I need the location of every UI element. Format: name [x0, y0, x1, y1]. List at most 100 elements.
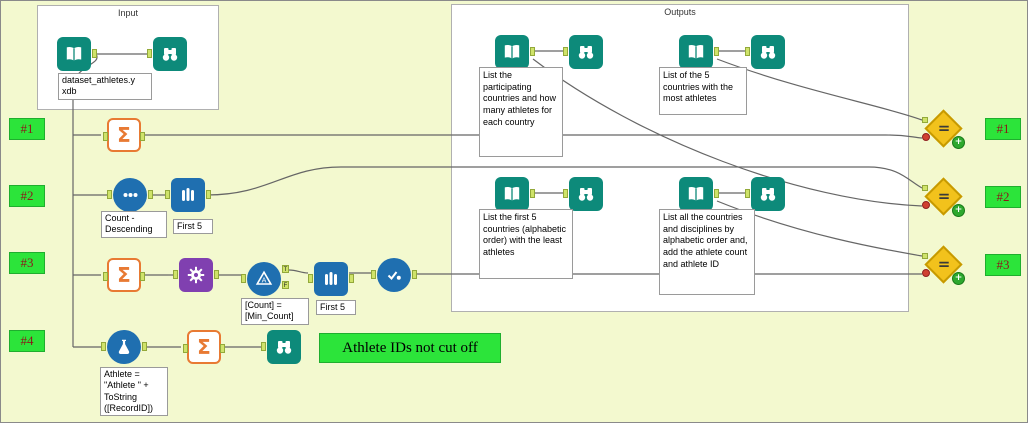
formula-label: Athlete = "Athlete " + ToString ([Record… [100, 367, 168, 416]
filter-icon: A [255, 270, 273, 285]
input-anchor[interactable] [101, 342, 106, 351]
binoculars-icon [760, 188, 776, 201]
badge-left-4[interactable]: #4 [9, 330, 45, 352]
input-anchor[interactable] [922, 253, 928, 259]
check-icon [387, 271, 401, 281]
input-anchor[interactable] [922, 117, 928, 123]
input-anchor[interactable] [563, 189, 568, 198]
book-icon [688, 44, 704, 59]
sort-dots-icon [123, 193, 138, 197]
comment-box[interactable]: Athlete IDs not cut off [319, 333, 501, 363]
warning-indicator [922, 201, 930, 209]
formula-tool[interactable] [101, 330, 147, 364]
binoculars-icon [578, 46, 594, 59]
input-anchor[interactable] [173, 270, 178, 279]
output-anchor[interactable] [92, 49, 97, 58]
input-anchor[interactable] [563, 47, 568, 56]
badge-left-1[interactable]: #1 [9, 118, 45, 140]
badge-right-1[interactable]: #1 [985, 118, 1021, 140]
sigma-icon: Σ [117, 123, 131, 147]
equals-icon: = [937, 255, 951, 273]
browse-tool-out2[interactable] [745, 35, 785, 69]
sample-tool-2[interactable] [308, 262, 354, 296]
test-tool-3[interactable]: = + [922, 243, 966, 287]
browse-tool-input[interactable] [147, 37, 187, 71]
badge-right-2[interactable]: #2 [985, 186, 1021, 208]
input-anchor[interactable] [922, 185, 928, 191]
output-anchor[interactable] [140, 272, 145, 281]
input-anchor[interactable] [183, 344, 188, 353]
output-anchor[interactable] [214, 270, 219, 279]
binoculars-icon [578, 188, 594, 201]
output-anchor[interactable] [142, 342, 147, 351]
output-anchor[interactable] [412, 270, 417, 279]
badge-right-3[interactable]: #3 [985, 254, 1021, 276]
sample-tool-1[interactable] [165, 178, 211, 212]
browse-tool-out1[interactable] [563, 35, 603, 69]
summarize-tool-3[interactable]: Σ [183, 330, 225, 364]
filter-tool[interactable]: A T F [241, 262, 289, 296]
input-anchor[interactable] [107, 190, 112, 199]
input-anchor[interactable] [261, 342, 266, 351]
expected-input-tool-4[interactable] [679, 177, 719, 211]
output-anchor[interactable] [349, 274, 354, 283]
input-anchor[interactable] [165, 190, 170, 199]
true-anchor[interactable]: T [282, 265, 289, 273]
output-anchor[interactable] [148, 190, 153, 199]
output-anchor[interactable] [206, 190, 211, 199]
outputs-container-title: Outputs [664, 7, 696, 17]
output-note-4: List all the countries and disciplines b… [659, 209, 755, 295]
flask-icon [118, 339, 130, 354]
equals-icon: = [937, 119, 951, 137]
input-anchor[interactable] [745, 47, 750, 56]
book-icon [688, 186, 704, 201]
plus-badge-icon: + [952, 136, 965, 149]
output-note-3: List the first 5 countries (alphabetic o… [479, 209, 573, 279]
input-anchor[interactable] [745, 189, 750, 198]
output-anchor[interactable] [714, 47, 719, 56]
output-anchor[interactable] [714, 189, 719, 198]
book-icon [504, 44, 520, 59]
warning-indicator [922, 269, 930, 277]
union-tool[interactable] [371, 258, 417, 292]
input-data-label: dataset_athletes.y xdb [58, 73, 152, 100]
browse-tool-out4[interactable] [745, 177, 785, 211]
badge-left-2[interactable]: #2 [9, 185, 45, 207]
output-anchor[interactable] [530, 47, 535, 56]
binoculars-icon [760, 46, 776, 59]
input-anchor[interactable] [147, 49, 152, 58]
input-anchor[interactable] [371, 270, 376, 279]
expected-input-tool-2[interactable] [679, 35, 719, 69]
expected-input-tool-1[interactable] [495, 35, 535, 69]
test-tool-2[interactable]: = + [922, 175, 966, 219]
input-anchor[interactable] [308, 274, 313, 283]
input-data-tool[interactable] [57, 37, 97, 71]
input-anchor[interactable] [103, 132, 108, 141]
summarize-tool-2[interactable]: Σ [103, 258, 145, 292]
output-anchor[interactable] [530, 189, 535, 198]
sigma-icon: Σ [197, 335, 211, 359]
test-tubes-icon [182, 188, 194, 201]
output-anchor[interactable] [140, 132, 145, 141]
append-fields-tool[interactable] [173, 258, 219, 292]
input-container-title: Input [117, 8, 139, 18]
expected-input-tool-3[interactable] [495, 177, 535, 211]
output-note-2: List of the 5 countries with the most at… [659, 67, 747, 115]
test-tool-1[interactable]: = + [922, 107, 966, 151]
false-anchor[interactable]: F [282, 281, 289, 289]
output-anchor[interactable] [220, 344, 225, 353]
browse-tool-out3[interactable] [563, 177, 603, 211]
sample-2-label: First 5 [316, 300, 356, 316]
summarize-tool-1[interactable]: Σ [103, 118, 145, 152]
sigma-icon: Σ [117, 263, 131, 287]
input-anchor[interactable] [241, 274, 246, 283]
sample-1-label: First 5 [173, 219, 213, 235]
svg-text:A: A [262, 277, 267, 285]
sort-tool[interactable] [107, 178, 153, 212]
sort-label: Count - Descending [101, 211, 167, 238]
badge-left-3[interactable]: #3 [9, 252, 45, 274]
binoculars-icon [276, 341, 292, 354]
input-anchor[interactable] [103, 272, 108, 281]
binoculars-icon [162, 48, 178, 61]
browse-tool-row4[interactable] [261, 330, 301, 364]
